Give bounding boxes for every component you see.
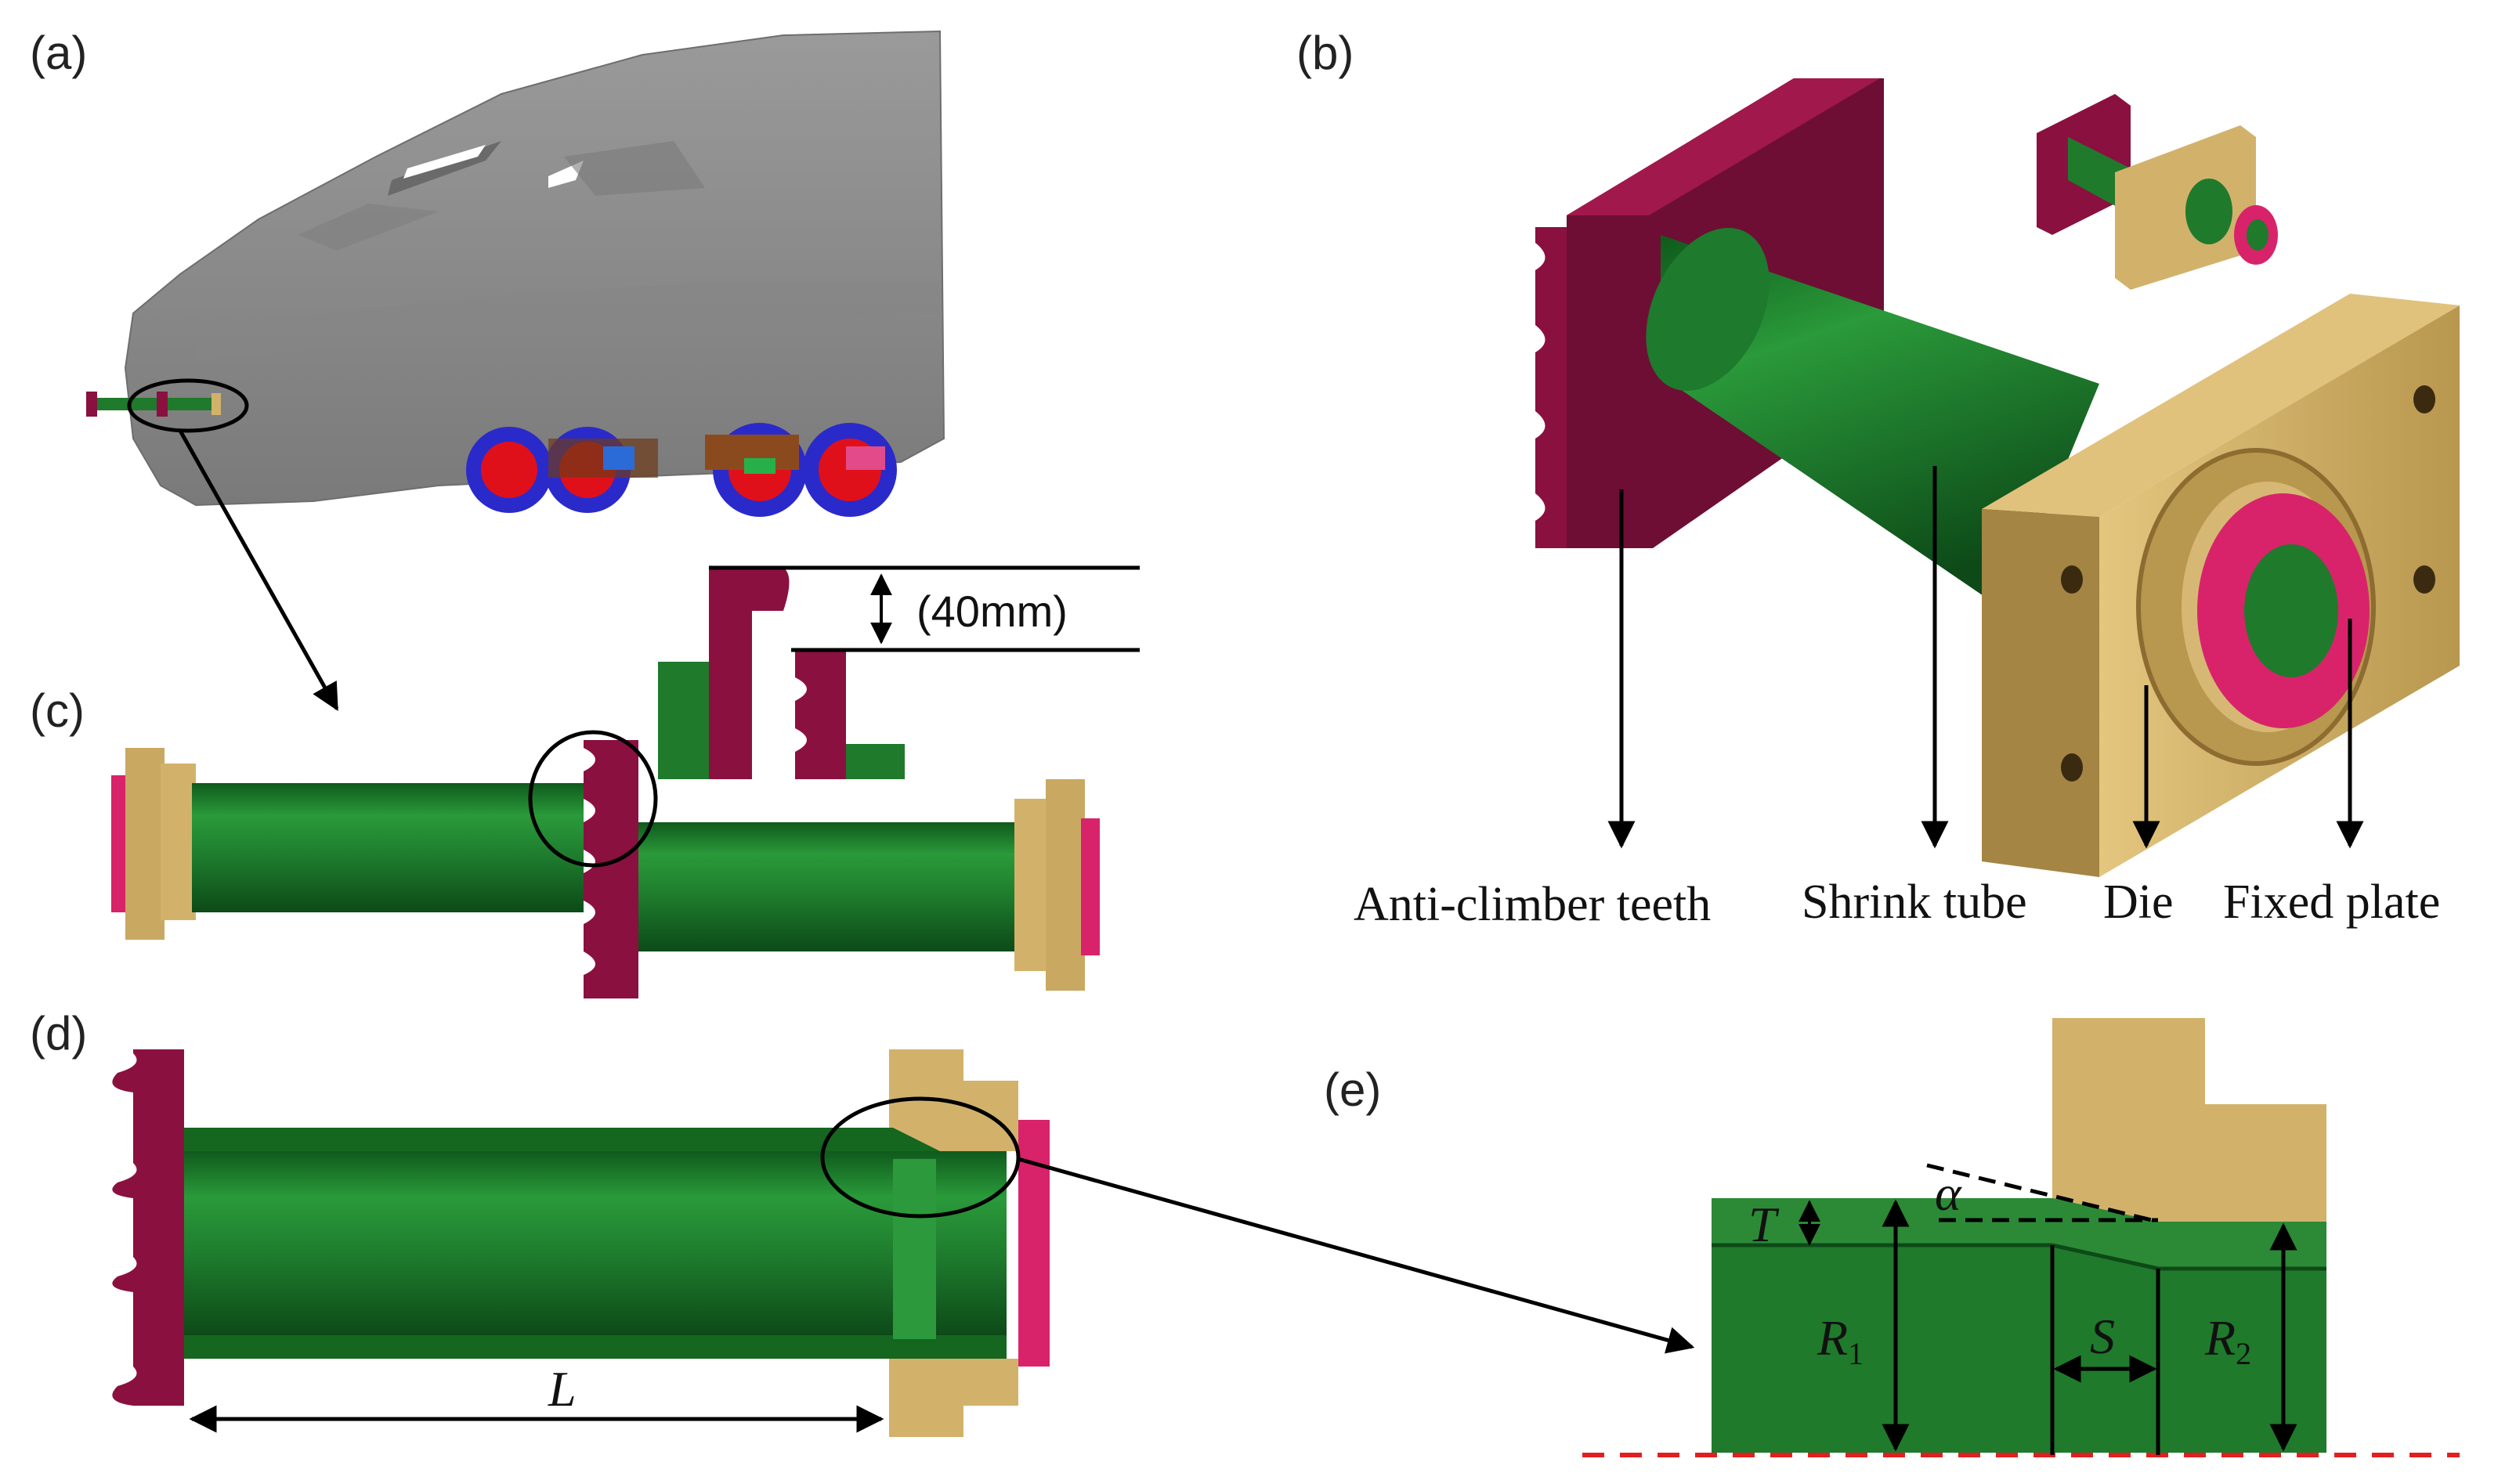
train-shading [564,141,705,196]
die-cone-top [893,1128,1018,1151]
symbol-R1: R1 [1817,1310,1864,1371]
arrow-d-to-e [1018,1157,1695,1354]
symbol-R1-letter: R [1817,1310,1848,1366]
coupler-miniature [86,392,221,417]
end-ring-bore [2244,544,2338,677]
right-die-plate [1046,779,1085,991]
die-upper [889,1049,963,1128]
end-ring-d [1018,1120,1050,1367]
bolt-hole [2413,565,2435,594]
panel-e-detail: α T R1 R2 S [1582,1018,2460,1457]
left-tube [192,783,584,912]
highlight-circle-d [820,1096,1021,1219]
zoom-detail-c [658,568,905,779]
panel-label-e: (e) [1324,1063,1381,1116]
right-end-ring [1081,818,1100,955]
bolt-hole [2413,385,2435,413]
left-die-plate [125,748,164,940]
label-shrink-tube: Shrink tube [1802,876,2027,929]
bogie-front [466,427,658,513]
anti-climber-plate-face [1567,78,1880,215]
anti-climber-teeth [1535,227,1567,548]
symbol-S: S [2090,1309,2115,1364]
die-lower-step [963,1359,1018,1406]
train-shading [196,282,940,360]
symbol-R2-subscript: 2 [2236,1336,2251,1371]
right-die-ring [1014,799,1050,971]
tube-wall-band-2 [2158,1222,2326,1269]
inset-miniature [2037,94,2278,290]
symbol-R2-letter: R [2204,1310,2236,1366]
dimension-40mm: (40mm) [916,587,1068,636]
highlight-circle-c [528,730,658,868]
highlight-circle-a [127,378,249,433]
train-shading [298,204,439,251]
bogie-rear [705,423,897,517]
die-upper-step [963,1081,1018,1128]
die-lower [889,1359,963,1437]
fixed-plate-top [1982,294,2460,517]
inner-taper-line [2052,1243,2159,1271]
teeth-plate-d [112,1049,184,1406]
die-bulge [893,1159,936,1339]
bolt-hole [2061,753,2083,782]
symbol-T: T [1748,1197,1780,1252]
panel-label-c: (c) [30,684,85,737]
label-die: Die [2103,876,2174,929]
panel-label-b: (b) [1296,27,1354,79]
left-teeth-plate [584,740,638,998]
arrow-a-to-c [178,429,339,712]
left-die-ring [161,764,196,920]
tube-wall-bottom [184,1335,1007,1359]
bolt-hole [2061,565,2083,594]
symbol-alpha: α [1935,1165,1962,1221]
panel-b-assembly: Anti-climber teeth Shrink tube Die Fixed… [1354,78,2460,931]
tube-inner [184,1151,1007,1335]
panel-a-train [86,30,945,712]
symbol-L: L [548,1361,577,1417]
train-window [403,145,486,179]
symbol-R1-subscript: 1 [1848,1336,1864,1371]
panel-c-collision: (40mm) [111,565,1140,998]
fixed-plate-face [1982,509,2099,877]
right-tube [638,822,1018,951]
alpha-line-angled [1926,1163,2159,1224]
panel-d-section: L [112,1049,1695,1437]
symbol-R2: R2 [2204,1310,2251,1371]
die-block-main [2052,1104,2326,1222]
label-anti-climber-teeth: Anti-climber teeth [1354,878,1711,931]
tube-wall-top [184,1128,1007,1151]
die-block-upper [2052,1018,2205,1104]
label-fixed-plate: Fixed plate [2223,876,2440,929]
panel-label-d: (d) [30,1007,87,1060]
panel-label-a: (a) [30,27,87,79]
shrink-tube-end [1646,228,1770,391]
